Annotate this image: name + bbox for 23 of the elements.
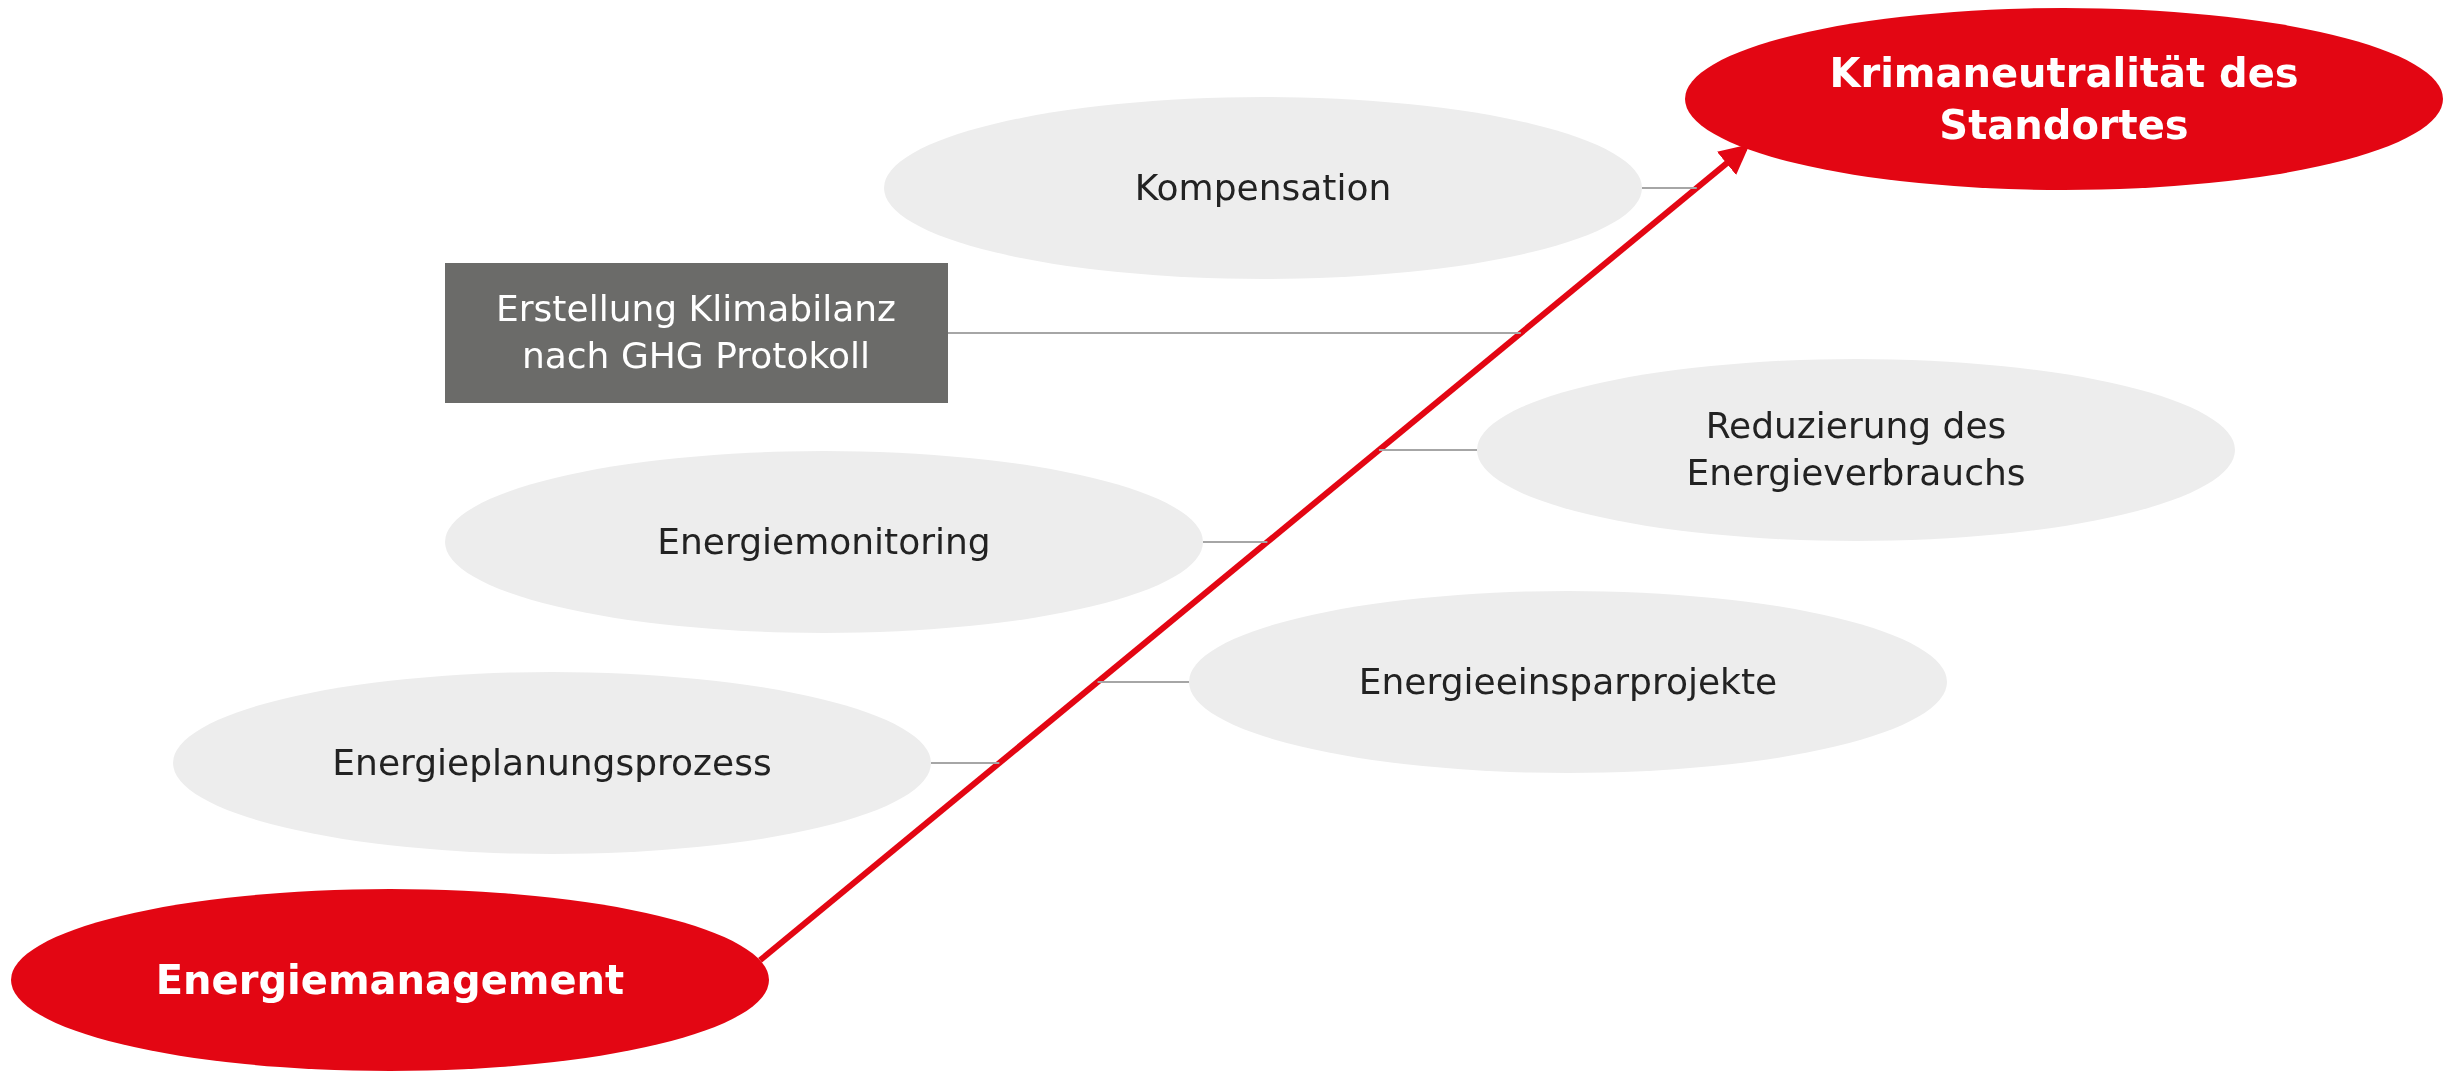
- ellipse-node: [1685, 8, 2443, 190]
- node-label: Energieplanungsprozess: [331, 740, 773, 785]
- node-label: Energieeinsparprojekte: [1357, 659, 1779, 704]
- leader-line: [1641, 187, 1698, 189]
- node-label: Reduzierung des Energieverbrauchs: [1685, 404, 2027, 495]
- node-label: Energiemonitoring: [656, 519, 992, 564]
- node-label: Erstellung Klimabilanz nach GHG Protokoll: [495, 287, 897, 378]
- node-label: Krimaneutralität des Standortes: [1828, 49, 2300, 150]
- ellipse-node: [11, 889, 769, 1071]
- ellipse-node: [173, 672, 931, 854]
- node-label: Energiemanagement: [154, 956, 626, 1005]
- ellipse-node: [1189, 591, 1947, 773]
- process-box: [444, 263, 948, 403]
- arrow: [758, 144, 1750, 963]
- node-label: Kompensation: [1133, 165, 1393, 210]
- leader-line: [930, 762, 1001, 764]
- ellipse-node: [884, 97, 1642, 279]
- ellipse-node: [445, 451, 1203, 633]
- leader-line: [1202, 541, 1269, 543]
- leader-line: [1378, 449, 1478, 451]
- leader-line: [1096, 681, 1190, 683]
- leader-line: [946, 332, 1522, 334]
- ellipse-node: [1477, 359, 2235, 541]
